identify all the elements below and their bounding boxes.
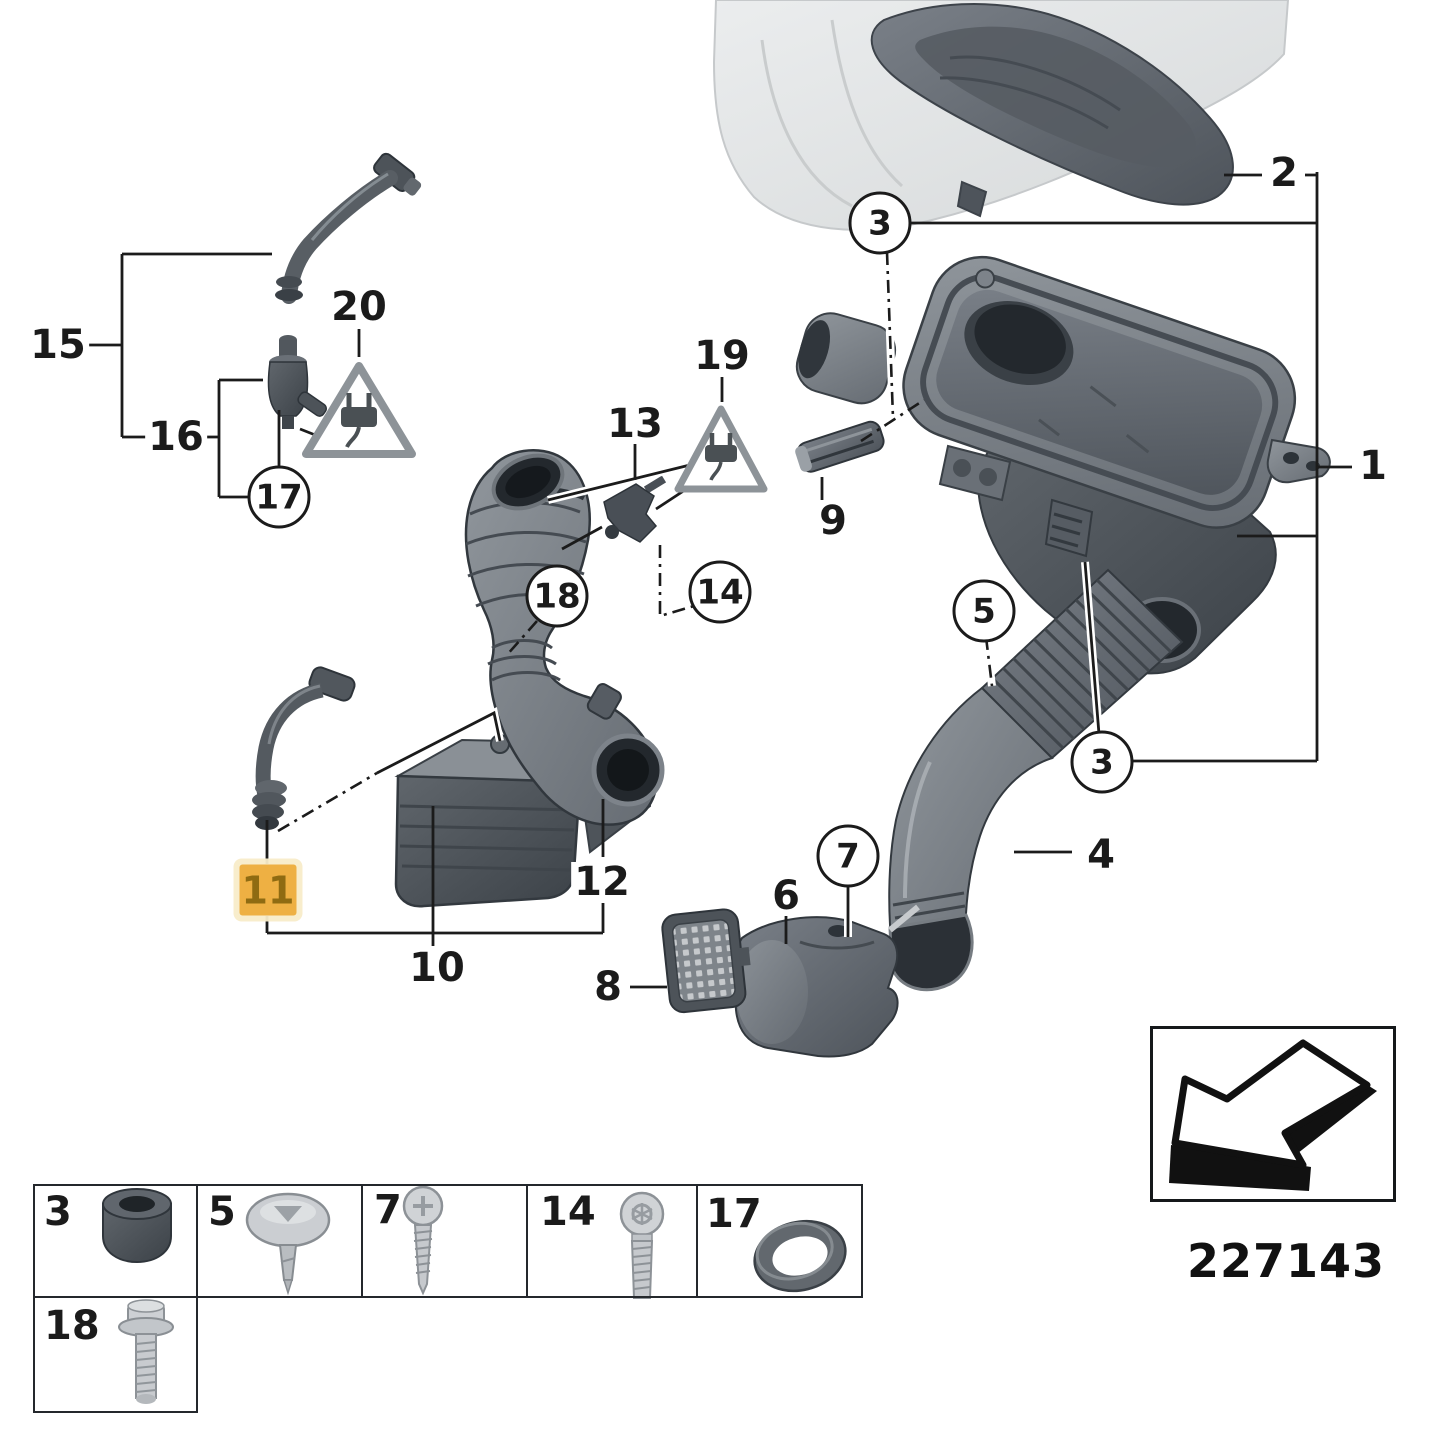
direction-of-travel-box (1150, 1026, 1396, 1202)
table-cell-18 (33, 1296, 198, 1413)
callout-circled-3b: 3 (1070, 730, 1134, 794)
callout-8: 8 (591, 967, 625, 1007)
table-label-14: 14 (540, 1189, 596, 1235)
callout-2: 2 (1267, 153, 1301, 193)
callout-9: 9 (816, 501, 850, 541)
intake-snorkel (732, 916, 899, 1058)
intake-air-duct (888, 686, 1054, 992)
torx-screw-icon (619, 1191, 665, 1299)
housing-intake-port (795, 312, 897, 405)
table-label-17: 17 (706, 1191, 762, 1237)
callout-20: 20 (328, 287, 390, 327)
callout-circled-17: 17 (247, 465, 311, 529)
vent-hose (252, 666, 356, 830)
inlet-grille (661, 908, 751, 1014)
callout-circled-3a: 3 (848, 191, 912, 255)
table-cell-17 (696, 1184, 863, 1298)
callout-6: 6 (769, 876, 803, 916)
expanding-rivet-icon (245, 1192, 331, 1296)
callout-10: 10 (406, 948, 468, 988)
electrical-connector-warning-icon (302, 362, 416, 458)
rubber-grommet-icon (102, 1188, 172, 1264)
direction-of-travel-arrow-icon (1169, 1039, 1377, 1191)
callout-circled-14: 14 (688, 560, 752, 624)
callout-13: 13 (604, 404, 666, 444)
rubber-mounting-strip (795, 420, 885, 473)
breather-hose (275, 152, 422, 304)
callout-19: 19 (691, 336, 753, 376)
callout-12: 12 (571, 862, 633, 902)
pan-head-screw-icon (402, 1185, 444, 1296)
callout-16: 16 (145, 417, 207, 457)
diagram-number: 227143 (1186, 1234, 1386, 1288)
intake-muffler-hose (464, 449, 665, 826)
air-temperature-sensor (603, 475, 667, 543)
table-label-7: 7 (374, 1187, 402, 1233)
callout-4: 4 (1084, 835, 1118, 875)
table-label-18: 18 (44, 1303, 100, 1349)
callout-15: 15 (27, 325, 89, 365)
table-label-5: 5 (208, 1189, 236, 1235)
callout-circled-7: 7 (816, 824, 880, 888)
vent-valve (267, 335, 327, 429)
callout-circled-5: 5 (952, 579, 1016, 643)
stud-bolt-icon (118, 1299, 174, 1404)
callout-highlighted-11: 11 (239, 864, 297, 916)
electrical-connector-warning-icon (674, 405, 768, 493)
callout-circled-18: 18 (525, 564, 589, 628)
o-ring-icon (753, 1219, 847, 1293)
callout-1: 1 (1356, 446, 1390, 486)
air-filter-housing (795, 255, 1331, 675)
table-label-3: 3 (44, 1189, 72, 1235)
dash-dot-leaders (277, 251, 994, 833)
leader-lines (80, 172, 1352, 989)
air-cleaner-upper-cover (870, 2, 1234, 218)
